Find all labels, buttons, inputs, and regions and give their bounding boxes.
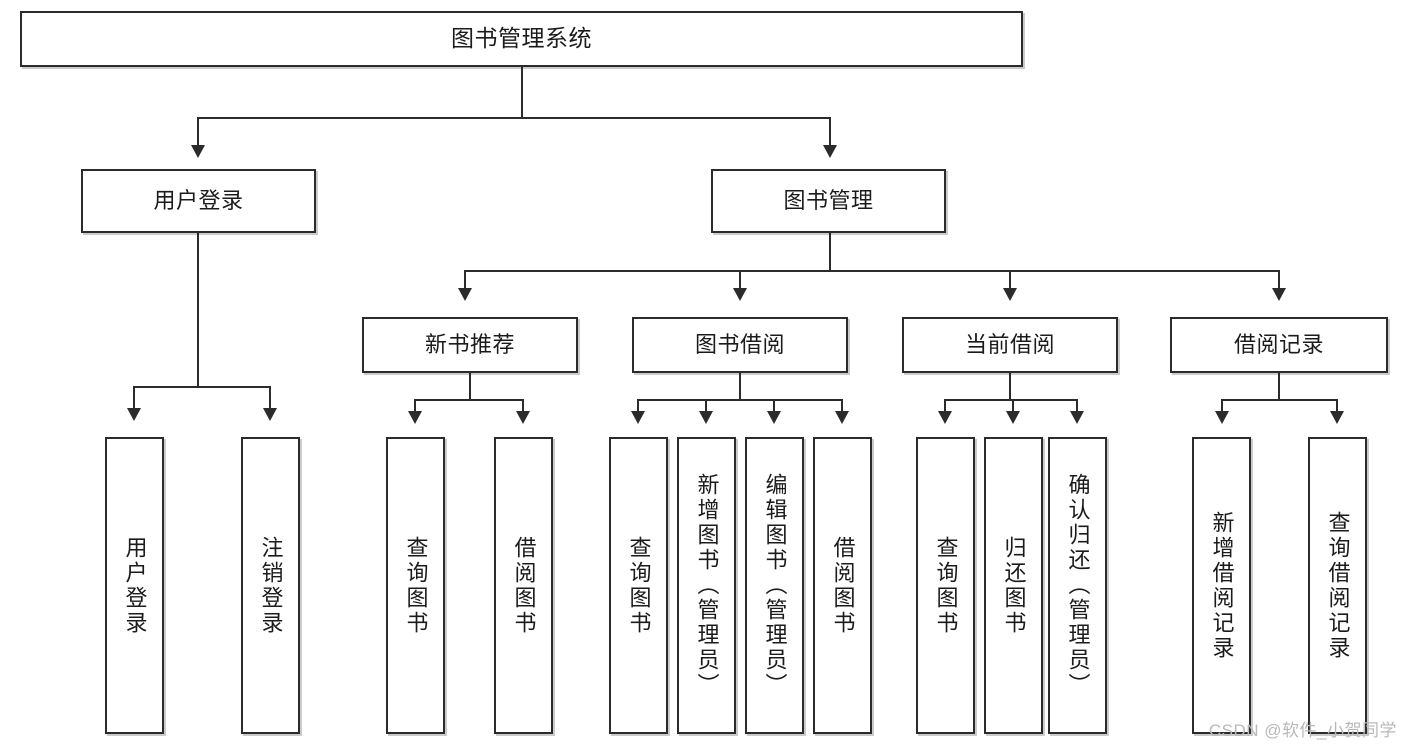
arrow-borrow-record-to-add xyxy=(1215,411,1229,424)
leaf-borrow-record-query-record[interactable]: 查询借阅记录 xyxy=(1308,437,1367,734)
arrow-book-borrow-to-lend xyxy=(835,411,849,424)
node-label: 图书管理 xyxy=(783,188,874,214)
watermark: CSDN @软件_小贺同学 xyxy=(1208,721,1397,740)
node-label: 查询图书 xyxy=(403,535,429,636)
leaf-book-borrow-lend-book[interactable]: 借阅图书 xyxy=(813,437,872,734)
connector-book-borrow-bus xyxy=(637,399,843,401)
connector-book-management-stem xyxy=(829,233,831,270)
leaf-book-borrow-query-book[interactable]: 查询图书 xyxy=(609,437,668,734)
connector-root-to-user-login xyxy=(197,117,199,147)
node-label: 用户登录 xyxy=(122,535,148,636)
node-label: 用户登录 xyxy=(153,188,244,214)
arrow-to-current-borrow xyxy=(1003,288,1017,301)
node-label: 当前借阅 xyxy=(964,332,1055,358)
connector-new-book-bus xyxy=(414,399,524,401)
connector-current-borrow-bus xyxy=(944,399,1078,401)
node-label: 借阅图书 xyxy=(511,535,537,636)
node-label: 新增图书（管理员） xyxy=(694,473,720,698)
connector-user-login-drop-1 xyxy=(133,386,135,410)
arrow-new-book-to-query xyxy=(408,411,422,424)
connector-new-book-drop-1 xyxy=(414,399,416,413)
node-label: 新增借阅记录 xyxy=(1209,510,1235,661)
connector-book-borrow-drop-1 xyxy=(637,399,639,413)
node-current-borrow[interactable]: 当前借阅 xyxy=(902,317,1118,373)
leaf-user-logout[interactable]: 注销登录 xyxy=(241,437,300,734)
leaf-current-borrow-return-book[interactable]: 归还图书 xyxy=(984,437,1043,734)
leaf-borrow-record-add-record[interactable]: 新增借阅记录 xyxy=(1192,437,1251,734)
leaf-user-login[interactable]: 用户登录 xyxy=(105,437,164,734)
connector-book-borrow-stem xyxy=(739,373,741,399)
connector-current-borrow-drop-3 xyxy=(1076,399,1078,413)
node-label: 新书推荐 xyxy=(424,332,515,358)
arrow-borrow-record-to-query xyxy=(1330,411,1344,424)
leaf-book-borrow-add-book-admin[interactable]: 新增图书（管理员） xyxy=(677,437,736,734)
leaf-new-book-query-book[interactable]: 查询图书 xyxy=(386,437,445,734)
connector-current-borrow-drop-1 xyxy=(944,399,946,413)
connector-root-bus xyxy=(197,117,831,119)
connector-new-book-drop-2 xyxy=(522,399,524,413)
arrow-to-new-book-recommend xyxy=(458,288,472,301)
arrow-user-login-to-login xyxy=(127,408,141,421)
leaf-new-book-borrow-book[interactable]: 借阅图书 xyxy=(494,437,553,734)
arrow-root-to-user-login xyxy=(191,145,205,158)
node-label: 查询图书 xyxy=(933,535,959,636)
connector-level2-drop-4 xyxy=(1278,270,1280,290)
arrow-to-book-borrow xyxy=(733,288,747,301)
node-label: 图书管理系统 xyxy=(451,25,592,52)
node-book-borrow[interactable]: 图书借阅 xyxy=(632,317,848,373)
connector-user-login-drop-2 xyxy=(269,386,271,410)
node-new-book-recommend[interactable]: 新书推荐 xyxy=(362,317,578,373)
connector-user-login-bus xyxy=(133,386,269,388)
node-user-login[interactable]: 用户登录 xyxy=(81,169,316,233)
node-label: 借阅记录 xyxy=(1233,332,1324,358)
connector-level2-bus xyxy=(464,270,1280,272)
node-book-management[interactable]: 图书管理 xyxy=(711,169,946,233)
connector-current-borrow-stem xyxy=(1009,373,1011,399)
connector-borrow-record-drop-1 xyxy=(1221,399,1223,413)
arrow-book-borrow-to-add xyxy=(699,411,713,424)
leaf-current-borrow-query-book[interactable]: 查询图书 xyxy=(916,437,975,734)
connector-level2-drop-2 xyxy=(739,270,741,290)
node-root-book-management-system[interactable]: 图书管理系统 xyxy=(20,11,1023,67)
connector-level2-drop-3 xyxy=(1009,270,1011,290)
connector-borrow-record-stem xyxy=(1278,373,1280,399)
connector-current-borrow-drop-2 xyxy=(1012,399,1014,413)
connector-new-book-stem xyxy=(469,373,471,399)
leaf-book-borrow-edit-book-admin[interactable]: 编辑图书（管理员） xyxy=(745,437,804,734)
connector-user-login-stem xyxy=(197,233,199,386)
arrow-book-borrow-to-query xyxy=(631,411,645,424)
connector-book-borrow-drop-3 xyxy=(773,399,775,413)
node-borrow-record[interactable]: 借阅记录 xyxy=(1170,317,1388,373)
node-label: 图书借阅 xyxy=(694,332,785,358)
node-label: 借阅图书 xyxy=(830,535,856,636)
node-label: 查询借阅记录 xyxy=(1325,510,1351,661)
arrow-current-borrow-to-confirm xyxy=(1070,411,1084,424)
connector-book-borrow-drop-2 xyxy=(705,399,707,413)
arrow-root-to-book-management xyxy=(823,145,837,158)
arrow-user-login-to-logout xyxy=(263,408,277,421)
arrow-to-borrow-record xyxy=(1272,288,1286,301)
node-label: 归还图书 xyxy=(1001,535,1027,636)
arrow-current-borrow-to-query xyxy=(938,411,952,424)
node-label: 查询图书 xyxy=(626,535,652,636)
node-label: 确认归还（管理员） xyxy=(1065,473,1091,698)
connector-root-stem xyxy=(521,67,523,117)
arrow-book-borrow-to-edit xyxy=(767,411,781,424)
connector-level2-drop-1 xyxy=(464,270,466,290)
arrow-current-borrow-to-return xyxy=(1006,411,1020,424)
connector-book-borrow-drop-4 xyxy=(841,399,843,413)
connector-borrow-record-bus xyxy=(1221,399,1338,401)
connector-borrow-record-drop-2 xyxy=(1336,399,1338,413)
node-label: 注销登录 xyxy=(258,535,284,636)
node-label: 编辑图书（管理员） xyxy=(762,473,788,698)
leaf-current-borrow-confirm-return-admin[interactable]: 确认归还（管理员） xyxy=(1048,437,1107,734)
connector-root-to-book-management xyxy=(829,117,831,147)
arrow-new-book-to-borrow xyxy=(516,411,530,424)
